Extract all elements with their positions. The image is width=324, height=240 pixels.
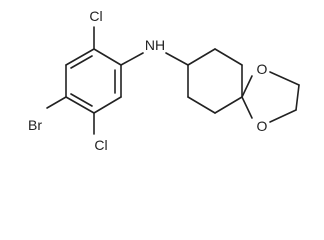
benzene-ring (65, 48, 122, 114)
cyclohexane-bond-1 (187, 48, 216, 66)
bond-to-bromine (46, 96, 67, 109)
spiro-bond-to-bottom-oxygen (241, 96, 253, 119)
cyclohexane-bond-5 (187, 96, 216, 114)
ch2-to-bottom-oxygen-bond (269, 109, 297, 123)
cyclohexane-ring (187, 48, 243, 114)
ring-bond-c6-c1 (65, 48, 95, 66)
top-oxygen-to-ch2-bond (269, 71, 300, 86)
cyclohexane-bond-4 (214, 96, 243, 114)
dioxolane-ring (241, 71, 300, 123)
bond-aryl-to-nitrogen (120, 52, 144, 66)
oxygen-top-label: O (257, 61, 268, 77)
oxygen-bottom-label: O (257, 118, 268, 134)
ring-double-bond-c6-c1 (70, 55, 93, 69)
chlorine-top-label: Cl (89, 8, 102, 24)
chemical-structure: Cl Cl Br NH O O (28, 8, 300, 153)
ring-bond-c1-c2 (93, 48, 122, 66)
cyclohexane-bond-2 (214, 48, 243, 66)
bromine-label: Br (28, 117, 42, 133)
chlorine-bottom-label: Cl (94, 137, 107, 153)
bond-nitrogen-to-cyclohexyl (165, 52, 189, 66)
ch2-ch2-bond (295, 84, 300, 111)
amine-nh-label: NH (145, 37, 165, 53)
ring-double-bond-c4-c5 (70, 93, 93, 107)
spiro-bond-to-top-oxygen (241, 75, 253, 98)
ring-bond-c4-c5 (65, 96, 95, 114)
ring-bond-c3-c4 (93, 96, 122, 114)
